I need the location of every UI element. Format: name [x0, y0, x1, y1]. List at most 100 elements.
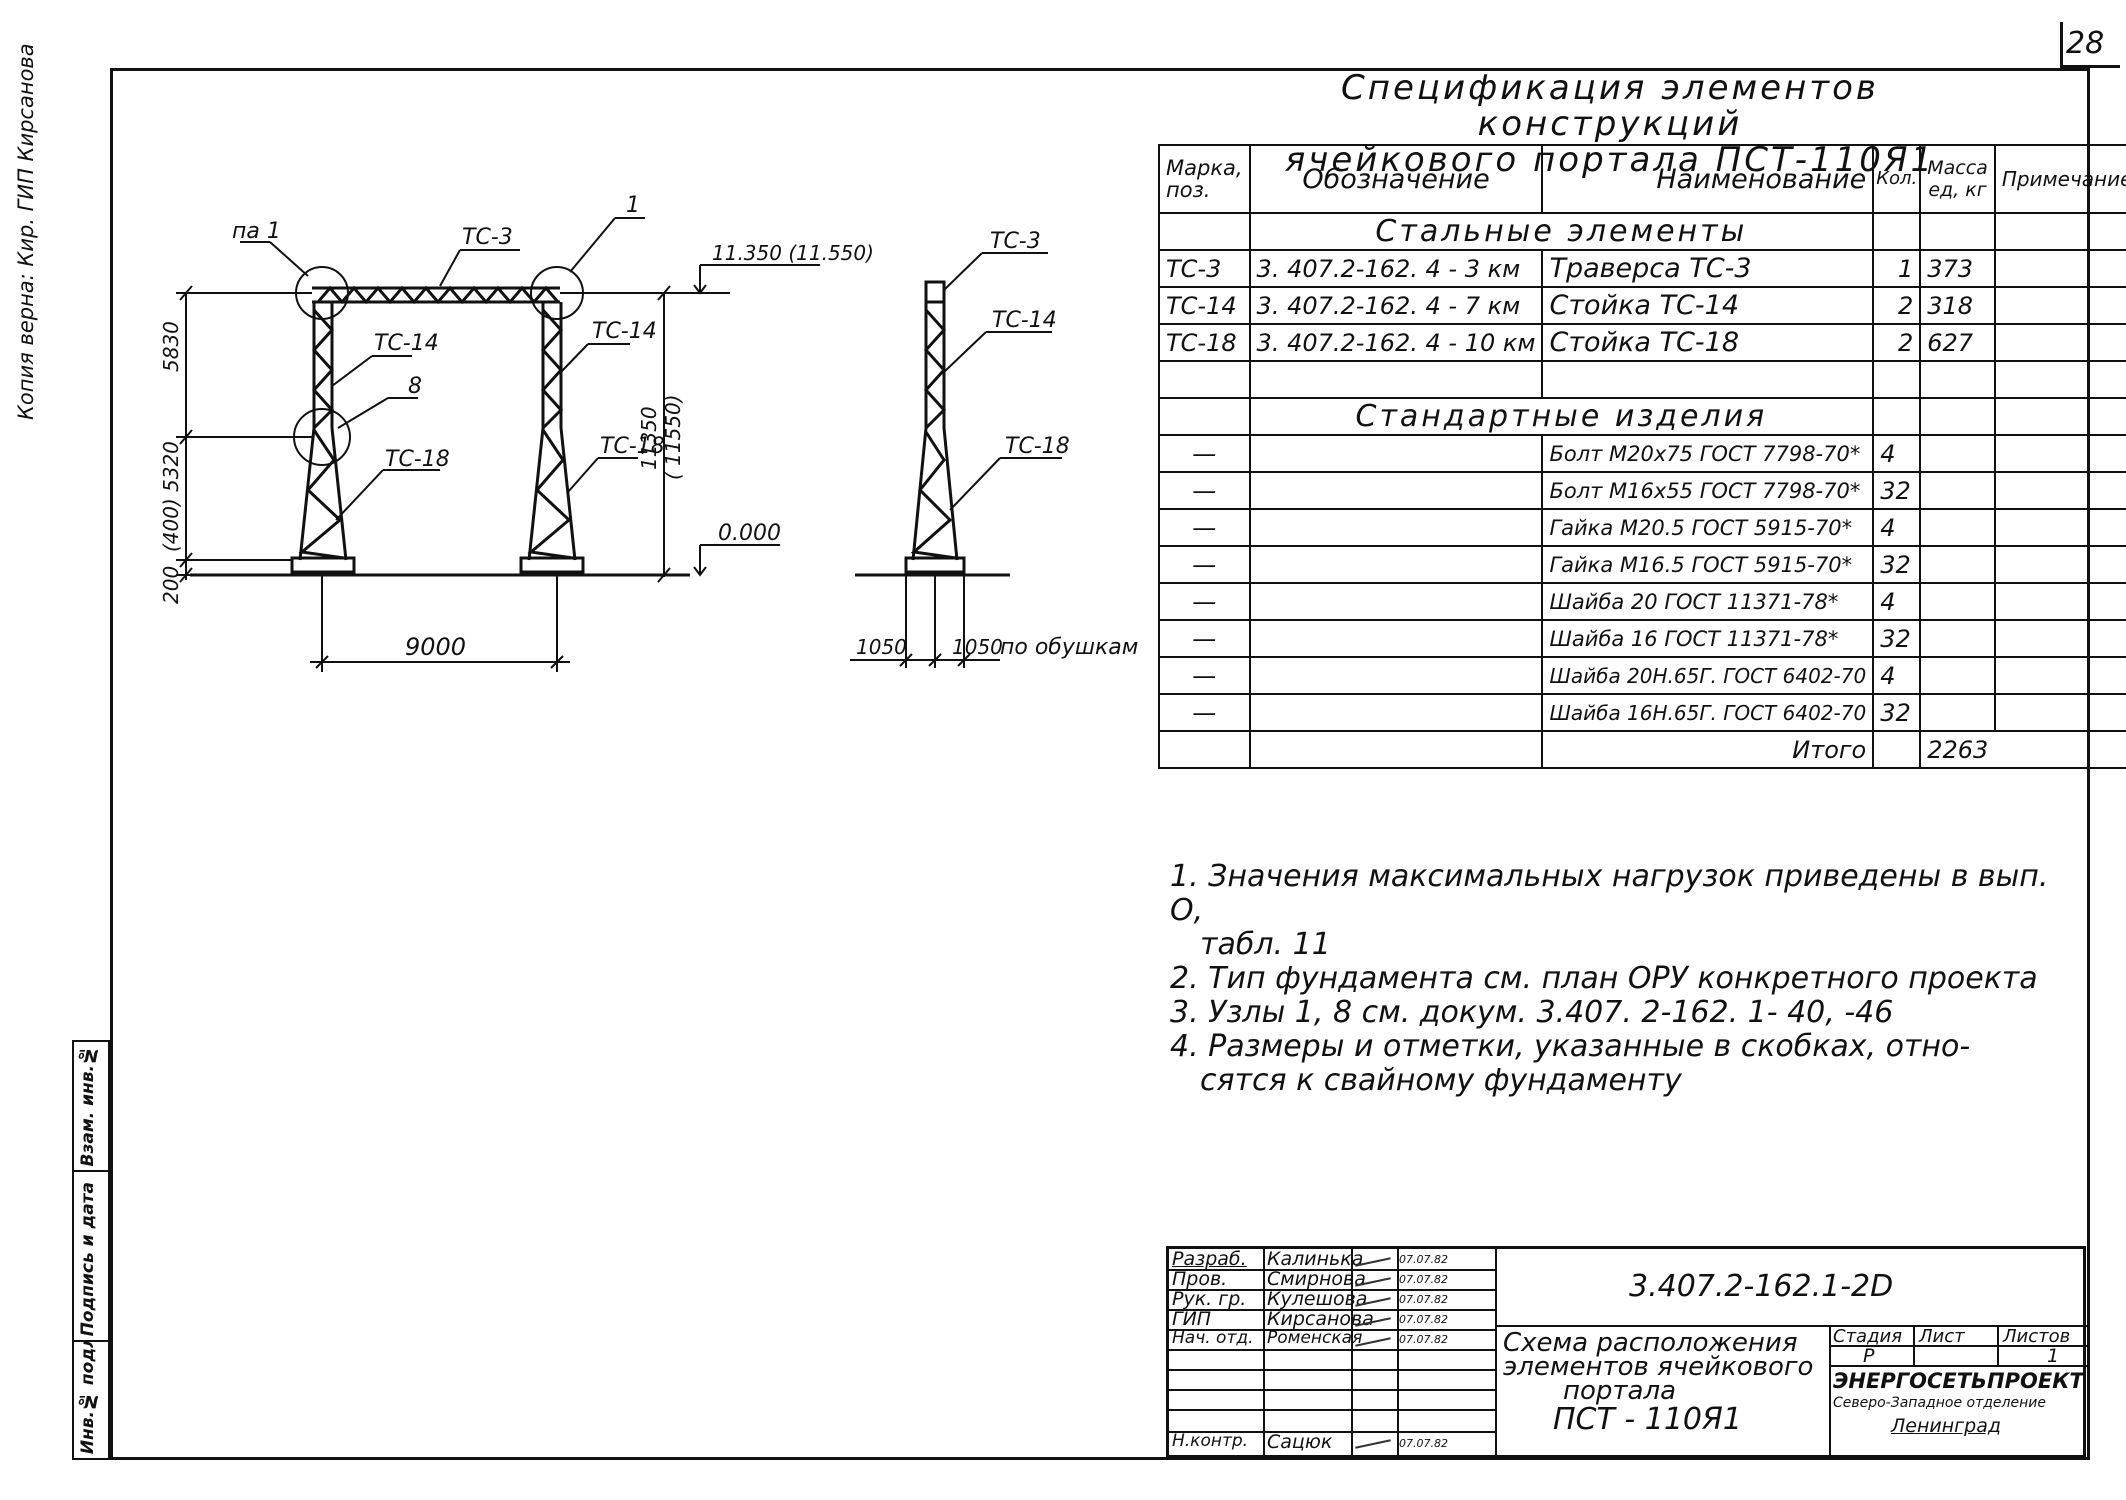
note-line: 3. Узлы 1, 8 см. докум. 3.407. 2-162. 1-…	[1170, 995, 1894, 1030]
page-number: 28	[2066, 26, 2105, 61]
table-row: ТС-18 3. 407.2-162. 4 - 10 км Стойка ТС-…	[1158, 323, 2126, 362]
label-dim-5830: 5830	[159, 321, 183, 372]
hdr-note: Примечание	[1993, 144, 2126, 214]
label-tc18-right: ТС-18	[600, 434, 665, 459]
spec-section-row: Стандартные изделия	[1158, 397, 2126, 436]
hdr-mark: Марка, поз.	[1158, 144, 1251, 214]
portal-drawing: па 1 ТС-3 1 11.350 (11.550) ТС-14 ТС-14 …	[159, 193, 1138, 672]
staff-date: 07.07.82	[1399, 1253, 1448, 1266]
label-tc14-left: ТС-14	[374, 331, 439, 356]
leader-lines	[240, 217, 1062, 521]
stage-label: Стадия	[1833, 1326, 1903, 1347]
label-side-tc14: ТС-14	[992, 308, 1057, 333]
staff-name: Калинька	[1267, 1248, 1364, 1270]
staff-date: 07.07.82	[1399, 1313, 1448, 1326]
right-dimension	[560, 264, 820, 583]
cell-qty: 32	[1872, 471, 1922, 510]
cell-mark: —	[1158, 656, 1251, 695]
staff-role: Рук. гр.	[1172, 1288, 1247, 1310]
staff-date: 07.07.82	[1399, 1293, 1448, 1306]
table-row: ТС-14 3. 407.2-162. 4 - 7 км Стойка ТС-1…	[1158, 286, 2126, 325]
staff-role: ГИП	[1172, 1308, 1212, 1330]
section-standard: Стандартные изделия	[1248, 397, 1875, 436]
org-city: Ленинград	[1891, 1415, 2001, 1437]
doc-title-line: ПСТ - 110Я1	[1553, 1402, 1742, 1437]
cell-qty: 32	[1872, 693, 1922, 732]
side-stamp-label: Подпись и дата	[78, 1181, 98, 1336]
cell-name: Шайба 16Н.65Г. ГОСТ 6402-70	[1541, 693, 1875, 732]
label-elev-zero: 0.000	[718, 521, 781, 546]
side-stamp-label: Инв.№ подл.	[78, 1342, 98, 1454]
note-line: 1. Значения максимальных нагрузок привед…	[1170, 859, 2049, 928]
cell-mark: —	[1158, 508, 1251, 547]
cell-mark: —	[1158, 693, 1251, 732]
total-row: Итого 2263	[1158, 730, 2126, 769]
cell-qty: 32	[1872, 619, 1922, 658]
cell-designation: 3. 407.2-162. 4 - 10 км	[1248, 323, 1544, 362]
hdr-designation: Обозначение	[1248, 144, 1544, 214]
hdr-qty: Кол.	[1872, 144, 1922, 214]
sheet-label: Лист	[1919, 1326, 1965, 1347]
title-block: Разраб. Калинька 07.07.82 Пров. Смирнова…	[1166, 1246, 2089, 1458]
hdr-name: Наименование	[1541, 144, 1875, 214]
table-row: —Гайка М16.5 ГОСТ 5915-70*32	[1158, 545, 2126, 584]
label-node1: 1	[626, 193, 640, 218]
stage-value: Р	[1863, 1345, 1875, 1367]
table-row: — Болт М16х55 ГОСТ 7798-70*32	[1158, 471, 2126, 510]
cell-note	[1993, 286, 2126, 325]
cell-qty: 4	[1872, 656, 1922, 695]
note-line: 4. Размеры и отметки, указанные в скобка…	[1170, 1029, 1971, 1064]
cell-name: Гайка М16.5 ГОСТ 5915-70*	[1541, 545, 1875, 584]
staff-date: 07.07.82	[1399, 1273, 1448, 1286]
label-elev-top: 11.350 (11.550)	[712, 241, 874, 265]
total-value: 2263	[1919, 730, 2126, 769]
cell-qty: 2	[1872, 286, 1922, 325]
cell-name: Болт М16х55 ГОСТ 7798-70*	[1541, 471, 1875, 510]
cell-mark: —	[1158, 582, 1251, 621]
staff-role: Нач. отд.	[1172, 1328, 1254, 1348]
cell-mark: —	[1158, 619, 1251, 658]
table-row: — Шайба 16 ГОСТ 11371-78*32	[1158, 619, 2126, 658]
doc-title: Схема расположения элементов ячейкового …	[1503, 1328, 1814, 1437]
label-side-tc3: ТС-3	[990, 229, 1041, 254]
cell-qty: 4	[1872, 582, 1922, 621]
cell-name: Стойка ТС-18	[1541, 323, 1875, 362]
staff-role: Н.контр.	[1172, 1431, 1249, 1451]
spec-header-row: Марка, поз. Обозначение Наименование Кол…	[1158, 144, 2126, 214]
label-dim-5320: 5320	[159, 441, 183, 492]
org-name: ЭНЕРГОСЕТЬПРОЕКТ	[1833, 1369, 2084, 1393]
spec-section-row: Стальные элементы	[1158, 212, 2126, 251]
label-side-tc18: ТС-18	[1005, 434, 1070, 459]
label-dim-400: (400)	[159, 498, 183, 552]
label-uz1: па 1	[232, 219, 281, 244]
doc-title-line: элементов ячейкового	[1503, 1352, 1814, 1382]
cell-note	[1993, 249, 2126, 288]
side-stamp-cell: Подпись и дата	[74, 1172, 112, 1342]
label-dim-9000: 9000	[405, 633, 466, 661]
doc-title-line: Схема расположения	[1503, 1328, 1798, 1358]
staff-name: Кирсанова	[1267, 1308, 1374, 1330]
staff-name: Смирнова	[1267, 1268, 1366, 1290]
side-stamp: Взам. инв.№ Подпись и дата Инв.№ подл.	[72, 1040, 112, 1460]
cell-name: Шайба 16 ГОСТ 11371-78*	[1541, 619, 1875, 658]
cell-name: Стойка ТС-14	[1541, 286, 1875, 325]
cell-mark: —	[1158, 471, 1251, 510]
sheets-value: 1	[2047, 1345, 2060, 1367]
staff-role: Пров.	[1172, 1268, 1228, 1290]
table-row: ТС-3 3. 407.2-162. 4 - 3 км Траверса ТС-…	[1158, 249, 2126, 288]
cell-mark: ТС-18	[1158, 323, 1251, 362]
label-dim-1050: 1050	[856, 635, 907, 659]
staff-name: Кулешова	[1267, 1288, 1368, 1310]
table-row: —Шайба 20 ГОСТ 11371-78*4	[1158, 582, 2126, 621]
section-steel: Стальные элементы	[1248, 212, 1875, 251]
cell-name: Гайка М20.5 ГОСТ 5915-70*	[1541, 508, 1875, 547]
cell-qty: 2	[1872, 323, 1922, 362]
label-dim-11350: 11350	[637, 406, 661, 470]
staff-date: 07.07.82	[1399, 1333, 1448, 1346]
cell-name: Траверса ТС-3	[1541, 249, 1875, 288]
cell-name: Болт М20х75 ГОСТ 7798-70*	[1541, 434, 1875, 473]
table-row-empty	[1158, 360, 2126, 399]
cell-qty: 4	[1872, 434, 1922, 473]
side-view-column	[904, 280, 966, 574]
